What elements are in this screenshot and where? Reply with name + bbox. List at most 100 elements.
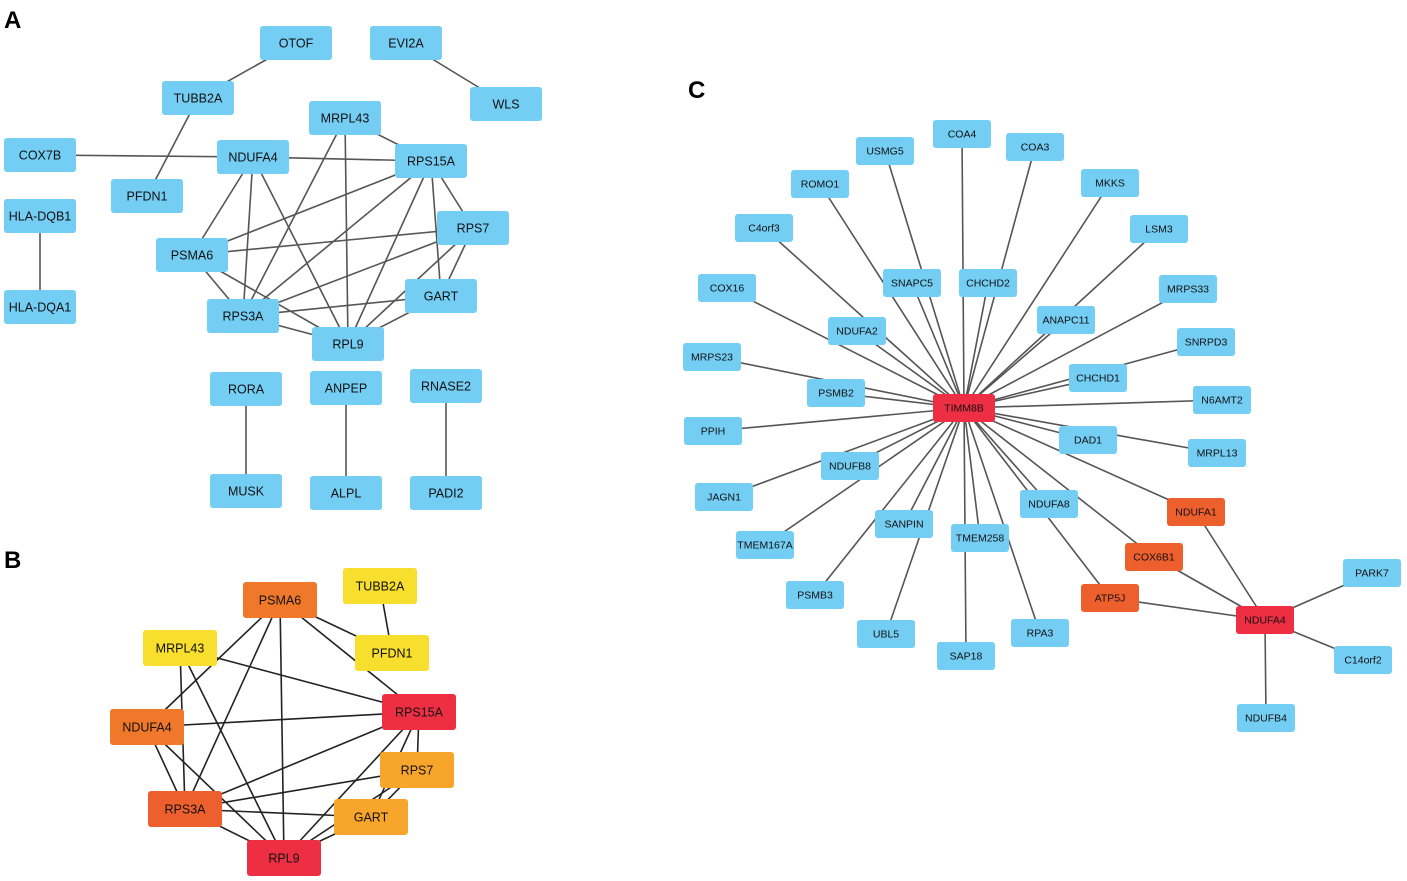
node-dad1: DAD1	[1059, 426, 1117, 454]
edge-mrpl43-rps3a	[242, 117, 346, 317]
node-label: PADI2	[428, 487, 463, 501]
node-romo1: ROMO1	[791, 170, 849, 198]
node-label: PSMA6	[171, 249, 213, 263]
node-mrpl13: MRPL13	[1188, 439, 1246, 467]
node-label: RPS15A	[407, 155, 456, 169]
node-otof: OTOF	[260, 26, 332, 60]
node-box	[382, 694, 456, 730]
node-label: RPL9	[332, 338, 363, 352]
node-label: RPS15A	[395, 706, 444, 720]
node-box	[736, 531, 794, 559]
node-n6amt2: N6AMT2	[1193, 386, 1251, 414]
edge-rps15a-rps3a	[184, 711, 420, 810]
node-label: NDUFA8	[1028, 499, 1070, 511]
node-box	[4, 138, 76, 172]
node-label: TMEM258	[956, 533, 1005, 545]
node-tubb2a: TUBB2A	[162, 81, 234, 115]
node-rnase2: RNASE2	[410, 369, 482, 403]
node-box	[334, 799, 408, 835]
node-timm8b: TIMM8B	[933, 394, 995, 422]
node-box	[791, 170, 849, 198]
node-label: USMG5	[866, 146, 904, 158]
edge-timm8b-cox16	[726, 287, 965, 409]
node-park7: PARK7	[1343, 559, 1401, 587]
node-box	[210, 372, 282, 406]
node-anapc11: ANAPC11	[1037, 306, 1095, 334]
node-box	[410, 476, 482, 510]
node-box	[1011, 619, 1069, 647]
edge-ndufa4-rps3a	[242, 156, 254, 317]
node-ndufb8: NDUFB8	[821, 452, 879, 480]
node-label: MRPL43	[156, 642, 205, 656]
node-rps3a: RPS3A	[148, 791, 222, 827]
node-tubb2a: TUBB2A	[343, 568, 417, 604]
node-label: COX6B1	[1133, 552, 1175, 564]
node-label: RPS7	[457, 222, 490, 236]
node-mrpl43: MRPL43	[143, 630, 217, 666]
node-psma6: PSMA6	[156, 238, 228, 272]
node-label: NDUFA1	[1175, 507, 1217, 519]
node-box	[828, 317, 886, 345]
node-mrps33: MRPS33	[1159, 275, 1217, 303]
node-c14orf2: C14orf2	[1334, 646, 1392, 674]
node-label: NDUFA4	[228, 151, 277, 165]
node-box	[148, 791, 222, 827]
node-box	[207, 299, 279, 333]
node-box	[143, 630, 217, 666]
node-label: TUBB2A	[174, 92, 223, 106]
node-box	[156, 238, 228, 272]
node-rps3a: RPS3A	[207, 299, 279, 333]
edge-timm8b-ndufa8	[963, 407, 1050, 505]
edge-timm8b-snapc5	[911, 282, 965, 409]
node-gart: GART	[334, 799, 408, 835]
node-mkks: MKKS	[1081, 169, 1139, 197]
node-label: EVI2A	[388, 37, 424, 51]
node-box	[1236, 606, 1294, 634]
node-label: SNAPC5	[891, 278, 933, 290]
node-label: SAP18	[950, 651, 983, 663]
node-label: MRPS33	[1167, 284, 1209, 296]
node-box	[1130, 215, 1188, 243]
node-rps15a: RPS15A	[382, 694, 456, 730]
node-ndufa2: NDUFA2	[828, 317, 886, 345]
node-box	[937, 642, 995, 670]
edge-timm8b-mrps33	[963, 288, 1189, 409]
node-label: NDUFA2	[836, 326, 878, 338]
edge-rps15a-psma6	[191, 160, 432, 256]
node-c4orf3: C4orf3	[735, 214, 793, 242]
node-rps7: RPS7	[437, 211, 509, 245]
node-label: PSMB3	[797, 590, 833, 602]
node-label: NDUFA4	[122, 721, 171, 735]
node-box	[1193, 386, 1251, 414]
node-rpl9: RPL9	[247, 840, 321, 876]
edge-timm8b-rpa3	[963, 407, 1041, 634]
node-box	[684, 417, 742, 445]
node-box	[380, 752, 454, 788]
node-label: C14orf2	[1344, 655, 1382, 667]
node-label: UBL5	[873, 629, 899, 641]
node-ndufa1: NDUFA1	[1167, 498, 1225, 526]
node-rpl9: RPL9	[312, 327, 384, 361]
node-box	[951, 524, 1009, 552]
node-box	[1167, 498, 1225, 526]
edge-timm8b-anapc11	[963, 319, 1067, 409]
node-box	[1334, 646, 1392, 674]
node-box	[933, 394, 995, 422]
node-anpep: ANPEP	[310, 371, 382, 405]
node-box	[343, 568, 417, 604]
node-box	[883, 269, 941, 297]
edge-rps7-rps3a	[242, 227, 474, 317]
node-box	[1237, 704, 1295, 732]
node-usmg5: USMG5	[856, 137, 914, 165]
node-label: CHCHD1	[1076, 373, 1120, 385]
node-ndufa4: NDUFA4	[110, 709, 184, 745]
node-jagn1: JAGN1	[695, 483, 753, 511]
edge-psma6-rps15a	[279, 599, 420, 713]
node-box	[310, 371, 382, 405]
edge-timm8b-cox6b1	[963, 407, 1155, 558]
node-box	[247, 840, 321, 876]
node-box	[1125, 543, 1183, 571]
